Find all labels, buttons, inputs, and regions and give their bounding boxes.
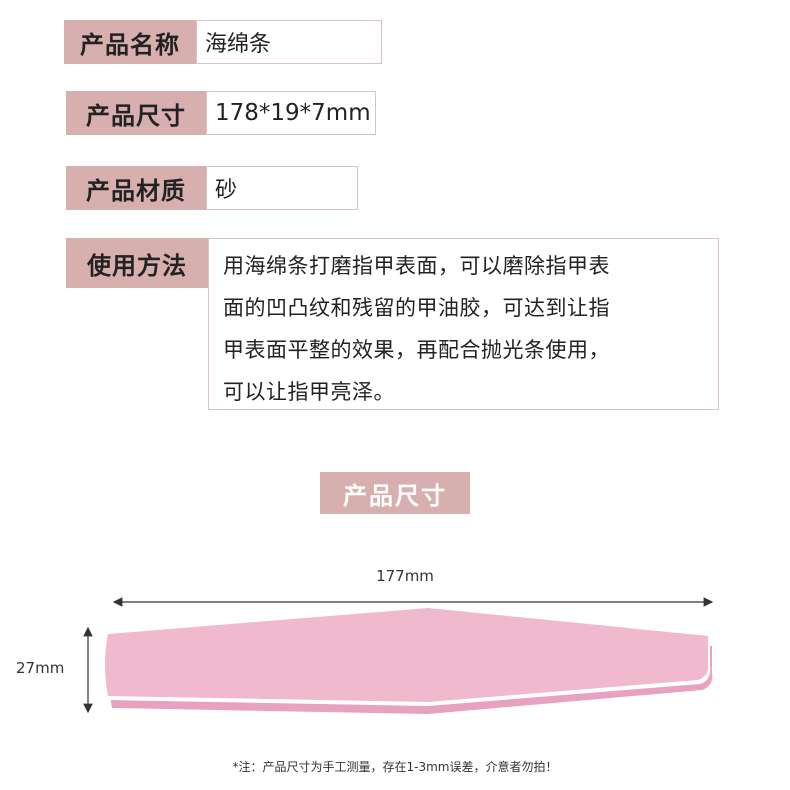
spec-value-size: 178*19*7mm — [206, 91, 376, 135]
spec-row-material: 产品材质 砂 — [66, 166, 358, 210]
width-dimension-label: 177mm — [376, 567, 434, 585]
usage-text: 用海绵条打磨指甲表面，可以磨除指甲表 面的凹凸纹和残留的甲油胶，可达到让指 甲表… — [208, 238, 719, 410]
size-section-title: 产品尺寸 — [320, 472, 470, 514]
spec-value-material: 砂 — [206, 166, 358, 210]
spec-value-name: 海绵条 — [196, 20, 382, 64]
usage-line: 可以让指甲亮泽。 — [223, 380, 395, 404]
sponge-top-surface — [105, 608, 709, 702]
spec-row-name: 产品名称 海绵条 — [64, 20, 382, 64]
usage-label: 使用方法 — [66, 238, 208, 288]
spec-row-size: 产品尺寸 178*19*7mm — [66, 91, 376, 135]
measurement-note: *注：产品尺寸为手工测量，存在1-3mm误差，介意者勿拍！ — [232, 760, 558, 774]
height-dimension-label: 27mm — [16, 659, 65, 677]
spec-label-material: 产品材质 — [66, 166, 206, 210]
spec-label-name: 产品名称 — [64, 20, 196, 64]
usage-line: 面的凹凸纹和残留的甲油胶，可达到让指 — [223, 296, 610, 320]
usage-line: 甲表面平整的效果，再配合抛光条使用， — [223, 338, 610, 362]
usage-line: 用海绵条打磨指甲表面，可以磨除指甲表 — [223, 254, 610, 278]
usage-row: 使用方法 用海绵条打磨指甲表面，可以磨除指甲表 面的凹凸纹和残留的甲油胶，可达到… — [66, 238, 719, 410]
spec-label-size: 产品尺寸 — [66, 91, 206, 135]
sponge-file-diagram — [83, 597, 714, 714]
